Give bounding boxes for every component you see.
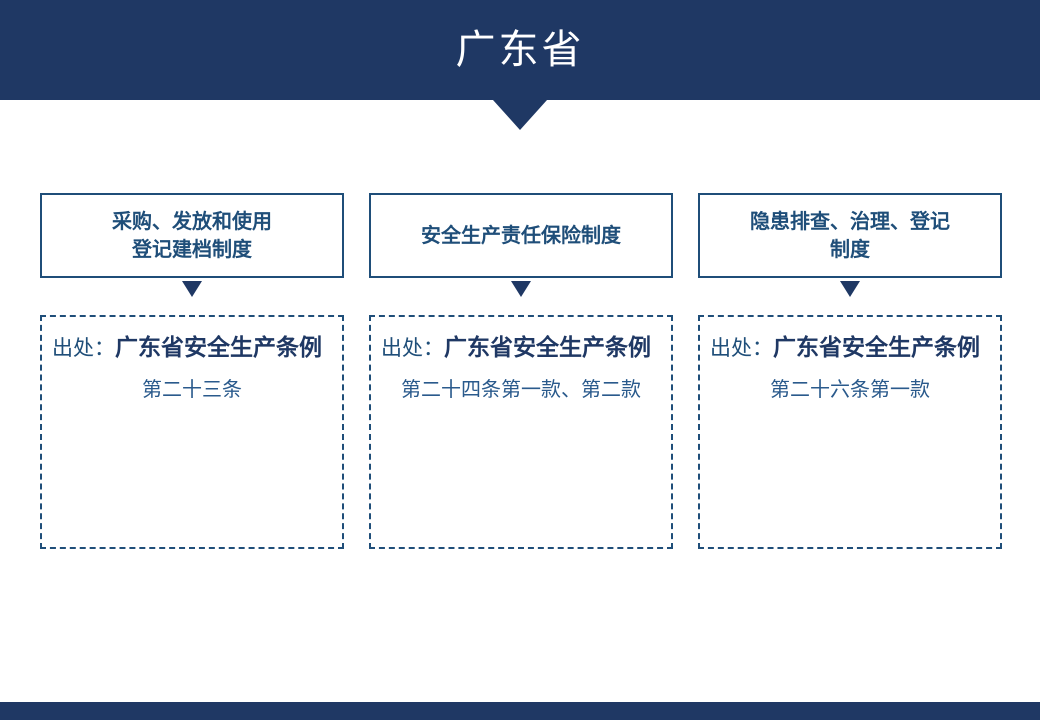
source-label: 出处： xyxy=(710,337,773,360)
source-article: 第二十四条第一款、第二款 xyxy=(401,379,641,401)
source-line: 出处：广东省安全生产条例 xyxy=(700,333,1000,365)
banner-arrow-down-icon xyxy=(493,100,547,130)
source-label: 出处： xyxy=(381,337,444,360)
source-line: 出处：广东省安全生产条例 xyxy=(42,333,342,365)
category-title: 安全生产责任保险制度 xyxy=(421,224,621,247)
category-title-box: 采购、发放和使用 登记建档制度 xyxy=(40,193,344,278)
category-title-box: 隐患排查、治理、登记 制度 xyxy=(698,193,1002,278)
category-title: 采购、发放和使用 登记建档制度 xyxy=(112,210,272,261)
column-hazard: 隐患排查、治理、登记 制度 出处：广东省安全生产条例 第二十六条第一款 xyxy=(698,0,1002,720)
category-title: 隐患排查、治理、登记 制度 xyxy=(750,210,950,261)
source-detail-box: 出处：广东省安全生产条例 第二十三条 xyxy=(40,315,344,549)
source-detail-box: 出处：广东省安全生产条例 第二十四条第一款、第二款 xyxy=(369,315,673,549)
source-label: 出处： xyxy=(52,337,115,360)
source-line: 出处：广东省安全生产条例 xyxy=(371,333,671,365)
footer-bar xyxy=(0,702,1040,720)
column-insurance: 安全生产责任保险制度 出处：广东省安全生产条例 第二十四条第一款、第二款 xyxy=(369,0,673,720)
arrow-down-icon xyxy=(182,281,202,297)
source-name: 广东省安全生产条例 xyxy=(773,334,980,360)
source-detail-box: 出处：广东省安全生产条例 第二十六条第一款 xyxy=(698,315,1002,549)
source-name: 广东省安全生产条例 xyxy=(115,334,322,360)
category-title-box: 安全生产责任保险制度 xyxy=(369,193,673,278)
arrow-down-icon xyxy=(511,281,531,297)
source-article: 第二十三条 xyxy=(142,379,242,401)
source-name: 广东省安全生产条例 xyxy=(444,334,651,360)
header-banner: 广东省 xyxy=(0,0,1040,100)
source-article: 第二十六条第一款 xyxy=(770,379,930,401)
page-title: 广东省 xyxy=(455,28,585,72)
column-procurement: 采购、发放和使用 登记建档制度 出处：广东省安全生产条例 第二十三条 xyxy=(40,0,344,720)
arrow-down-icon xyxy=(840,281,860,297)
